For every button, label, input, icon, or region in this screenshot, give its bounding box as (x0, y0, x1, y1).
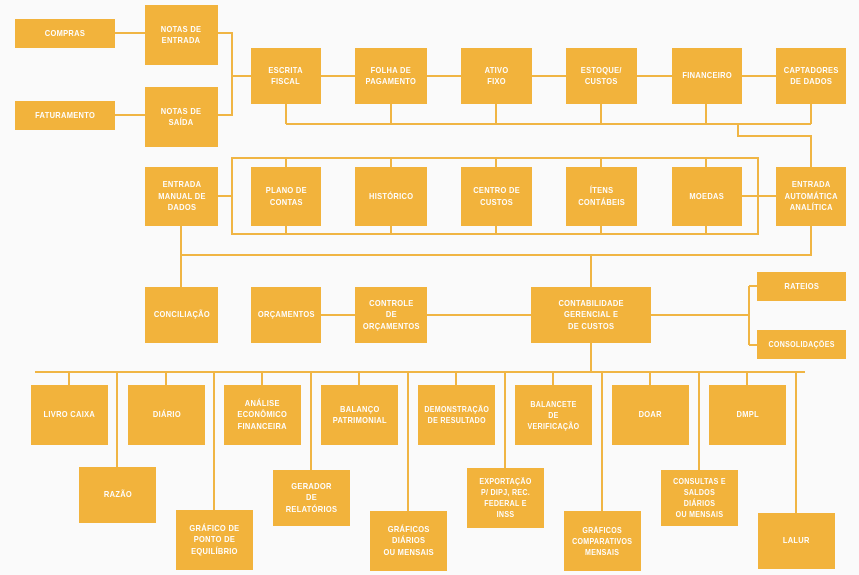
node-captadores-de-dados-label: CAPTADORES DE DADOS (783, 64, 839, 87)
node-escrita-fiscal[interactable]: ESCRITA FISCAL (251, 48, 321, 104)
node-orcamentos-label: ORÇAMENTOS (257, 309, 315, 320)
node-analise-economico-financeira[interactable]: ANÁLISE ECONÔMICO FINANCEIRA (224, 385, 301, 445)
node-plano-de-contas-label: PLANO DE CONTAS (265, 185, 307, 207)
node-historico[interactable]: HISTÓRICO (355, 167, 427, 226)
node-controle-de-orcamentos[interactable]: CONTROLE DE ORÇAMENTOS (355, 287, 427, 343)
node-razao[interactable]: RAZÃO (79, 467, 156, 523)
node-entrada-automatica-analitica-label: ENTRADA AUTOMÁTICA ANALÍTICA (784, 179, 838, 213)
node-balancete-de-verificacao[interactable]: BALANCETE DE VERIFICAÇÃO (515, 385, 592, 445)
node-ativo-fixo-label: ATIVO FIXO (484, 64, 509, 87)
node-balanco-patrimonial[interactable]: BALANÇO PATRIMONIAL (321, 385, 398, 445)
node-analise-economico-financeira-label: ANÁLISE ECONÔMICO FINANCEIRA (237, 397, 288, 431)
node-balanco-patrimonial-label: BALANÇO PATRIMONIAL (332, 403, 387, 426)
node-entrada-manual-de-dados[interactable]: ENTRADA MANUAL DE DADOS (145, 167, 218, 226)
node-entrada-manual-de-dados-label: ENTRADA MANUAL DE DADOS (157, 179, 206, 213)
node-plano-de-contas[interactable]: PLANO DE CONTAS (251, 167, 321, 226)
node-grafico-de-ponto-de-equilibrio[interactable]: GRÁFICO DE PONTO DE EQUILÍBRIO (176, 510, 253, 570)
node-compras-label: COMPRAS (44, 27, 86, 38)
node-itens-contabeis[interactable]: ÍTENS CONTÁBEIS (566, 167, 637, 226)
node-rateios[interactable]: RATEIOS (757, 272, 846, 301)
node-dmpl-label: DMPL (736, 409, 759, 420)
node-compras[interactable]: COMPRAS (15, 19, 115, 48)
node-ativo-fixo[interactable]: ATIVO FIXO (461, 48, 532, 104)
node-notas-de-saida[interactable]: NOTAS DE SAÍDA (145, 87, 218, 147)
node-contabilidade-gerencial-e-de-custos-label: CONTABILIDADE GERENCIAL E DE CUSTOS (558, 297, 624, 331)
node-folha-de-pagamento[interactable]: FOLHA DE PAGAMENTO (355, 48, 427, 104)
node-consultas-e-saldos-diarios-ou-mensais-label: CONSULTAS E SALDOS DIÁRIOS OU MENSAIS (673, 477, 726, 519)
node-consolidacoes[interactable]: CONSOLIDAÇÕES (757, 330, 846, 359)
node-exportacao-dipj-label: EXPORTAÇÃO P/ DIPJ, REC. FEDERAL E INSS (479, 477, 532, 519)
node-folha-de-pagamento-label: FOLHA DE PAGAMENTO (365, 64, 417, 87)
node-notas-de-entrada-label: NOTAS DE ENTRADA (161, 23, 202, 46)
node-itens-contabeis-label: ÍTENS CONTÁBEIS (578, 185, 625, 207)
node-financeiro[interactable]: FINANCEIRO (672, 48, 742, 104)
node-lalur[interactable]: LALUR (758, 513, 835, 569)
node-financeiro-label: FINANCEIRO (682, 70, 732, 81)
node-graficos-comparativos-mensais[interactable]: GRÁFICOS COMPARATIVOS MENSAIS (564, 511, 641, 571)
node-faturamento-label: FATURAMENTO (34, 109, 96, 120)
node-estoque-custos-label: ESTOQUE/ CUSTOS (580, 64, 622, 87)
node-moedas[interactable]: MOEDAS (672, 167, 742, 226)
node-exportacao-dipj[interactable]: EXPORTAÇÃO P/ DIPJ, REC. FEDERAL E INSS (467, 468, 544, 528)
node-diario[interactable]: DIÁRIO (128, 385, 205, 445)
node-demonstracao-de-resultado[interactable]: DEMONSTRAÇÃO DE RESULTADO (418, 385, 495, 445)
node-moedas-label: MOEDAS (689, 190, 725, 201)
node-historico-label: HISTÓRICO (368, 190, 414, 201)
node-livro-caixa[interactable]: LIVRO CAIXA (31, 385, 108, 445)
node-razao-label: RAZÃO (103, 489, 132, 500)
node-demonstracao-de-resultado-label: DEMONSTRAÇÃO DE RESULTADO (424, 405, 489, 425)
node-balancete-de-verificacao-label: BALANCETE DE VERIFICAÇÃO (527, 399, 580, 431)
node-doar-label: DOAR (638, 409, 663, 420)
node-lalur-label: LALUR (783, 535, 810, 546)
node-captadores-de-dados[interactable]: CAPTADORES DE DADOS (776, 48, 846, 104)
node-centro-de-custos-label: CENTRO DE CUSTOS (473, 185, 520, 207)
node-orcamentos[interactable]: ORÇAMENTOS (251, 287, 321, 343)
node-conciliacao-label: CONCILIAÇÃO (153, 309, 210, 320)
node-estoque-custos[interactable]: ESTOQUE/ CUSTOS (566, 48, 637, 104)
node-grafico-de-ponto-de-equilibrio-label: GRÁFICO DE PONTO DE EQUILÍBRIO (189, 522, 240, 556)
node-consultas-e-saldos-diarios-ou-mensais[interactable]: CONSULTAS E SALDOS DIÁRIOS OU MENSAIS (661, 470, 738, 526)
node-graficos-diarios-ou-mensais-label: GRÁFICOS DIÁRIOS OU MENSAIS (383, 523, 434, 557)
node-notas-de-saida-label: NOTAS DE SAÍDA (161, 105, 202, 128)
node-livro-caixa-label: LIVRO CAIXA (43, 409, 96, 420)
node-diario-label: DIÁRIO (152, 409, 181, 420)
node-gerador-de-relatorios-label: GERADOR DE RELATÓRIOS (285, 480, 338, 514)
node-gerador-de-relatorios[interactable]: GERADOR DE RELATÓRIOS (273, 470, 350, 526)
node-rateios-label: RATEIOS (784, 280, 819, 291)
node-entrada-automatica-analitica[interactable]: ENTRADA AUTOMÁTICA ANALÍTICA (776, 167, 846, 226)
node-escrita-fiscal-label: ESCRITA FISCAL (268, 64, 304, 87)
node-faturamento[interactable]: FATURAMENTO (15, 101, 115, 130)
node-centro-de-custos[interactable]: CENTRO DE CUSTOS (461, 167, 532, 226)
node-consolidacoes-label: CONSOLIDAÇÕES (768, 340, 835, 349)
node-contabilidade-gerencial-e-de-custos[interactable]: CONTABILIDADE GERENCIAL E DE CUSTOS (531, 287, 651, 343)
node-graficos-diarios-ou-mensais[interactable]: GRÁFICOS DIÁRIOS OU MENSAIS (370, 511, 447, 571)
node-controle-de-orcamentos-label: CONTROLE DE ORÇAMENTOS (362, 297, 420, 331)
node-conciliacao[interactable]: CONCILIAÇÃO (145, 287, 218, 343)
node-notas-de-entrada[interactable]: NOTAS DE ENTRADA (145, 5, 218, 65)
node-dmpl[interactable]: DMPL (709, 385, 786, 445)
node-doar[interactable]: DOAR (612, 385, 689, 445)
node-graficos-comparativos-mensais-label: GRÁFICOS COMPARATIVOS MENSAIS (572, 525, 633, 557)
